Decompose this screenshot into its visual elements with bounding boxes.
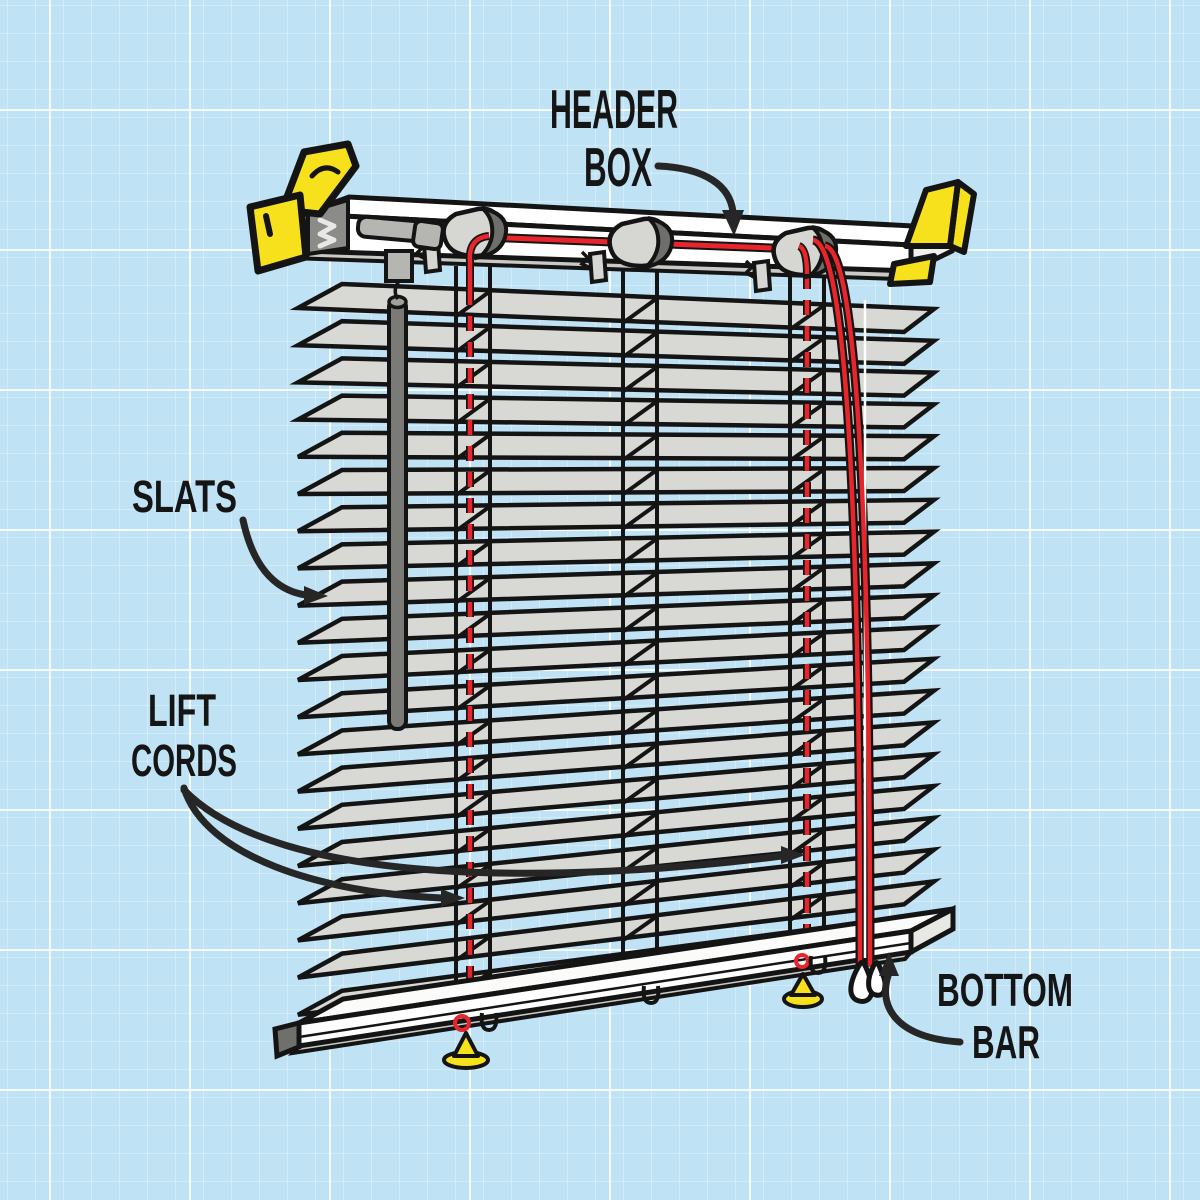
wand-tilter bbox=[355, 214, 445, 301]
ladder-rung bbox=[788, 566, 826, 594]
ladder-rung bbox=[621, 674, 659, 702]
drum-ring bbox=[639, 216, 675, 271]
ladder-rung bbox=[621, 811, 659, 840]
cord-ends bbox=[442, 953, 888, 1070]
lift-cord-arrow-2 bbox=[180, 786, 786, 877]
ladder-rung bbox=[788, 697, 826, 725]
bottom-bar-end-cap bbox=[272, 1019, 302, 1060]
ladder-rung bbox=[621, 880, 659, 908]
slats-arrow bbox=[239, 516, 310, 599]
ladder-rung bbox=[454, 683, 492, 712]
lift-cord-arrow-1 bbox=[180, 784, 446, 902]
ladder-rung bbox=[621, 742, 659, 771]
ladder-rung bbox=[621, 571, 659, 599]
cord-bend bbox=[467, 233, 490, 292]
lift-cords-label-line1: LIFT bbox=[148, 685, 216, 736]
cord-wiggle-icon bbox=[743, 259, 755, 279]
cord-bend bbox=[797, 243, 810, 275]
ladder-rung bbox=[788, 828, 826, 857]
bottom-bar-label-line2: BAR bbox=[972, 1016, 1040, 1068]
lift-cord-bends bbox=[465, 232, 811, 292]
tilt-spring-icon bbox=[317, 217, 337, 249]
ladder-rung bbox=[788, 336, 826, 364]
ladder-rung bbox=[621, 399, 659, 428]
ladder-rung bbox=[788, 434, 826, 463]
ladder-rung bbox=[454, 612, 492, 641]
bottom-bar bbox=[272, 904, 956, 1060]
tassel-cone bbox=[789, 972, 817, 997]
ladder-rung bbox=[621, 605, 659, 634]
ladder-rung bbox=[621, 914, 659, 942]
ladder-rung bbox=[621, 777, 659, 805]
drum-ring bbox=[473, 206, 509, 261]
ladder-rung bbox=[454, 504, 492, 533]
ladder-rung bbox=[621, 536, 659, 565]
cord-loop bbox=[808, 955, 828, 976]
slats-label: SLATS bbox=[132, 471, 237, 522]
ladder-rung bbox=[621, 331, 659, 359]
header-box-label-line1: HEADER bbox=[550, 78, 678, 140]
mounting-bracket-right bbox=[887, 179, 977, 287]
cord-loop bbox=[479, 1012, 499, 1033]
lift-cords-label-line2: CORDS bbox=[131, 735, 237, 786]
ladder-rung bbox=[788, 303, 826, 332]
header-box-label-line2: BOX bbox=[584, 136, 652, 198]
bottom-bar-label-line1: BOTTOM bbox=[937, 964, 1073, 1016]
cord-exit-ring bbox=[794, 953, 810, 969]
cord-loop bbox=[641, 985, 661, 1006]
tassel-cone bbox=[452, 1031, 480, 1058]
ladder-rung bbox=[621, 502, 659, 531]
mounting-bracket-left bbox=[246, 140, 360, 275]
ladder-rung bbox=[454, 899, 492, 927]
ladder-rung bbox=[454, 791, 492, 819]
cord-exit-ring bbox=[453, 1014, 471, 1032]
ladder-rung bbox=[454, 325, 492, 354]
cord-wiggle-icon bbox=[579, 250, 591, 270]
drum-bracket bbox=[587, 249, 609, 285]
ladder-rung bbox=[788, 467, 826, 496]
pull-cord bbox=[812, 237, 863, 967]
pull-cord bbox=[824, 243, 873, 967]
callout-arrows bbox=[180, 162, 964, 1046]
ladder-rung bbox=[621, 296, 659, 325]
pull-cords bbox=[811, 235, 875, 967]
ladder-rung bbox=[621, 365, 659, 394]
tilt-wand bbox=[387, 294, 408, 731]
labels: HEADER BOX SLATS LIFT CORDS BOTTOM BAR bbox=[131, 78, 1073, 1068]
ladder-rung bbox=[621, 468, 659, 497]
ladder-rung bbox=[788, 795, 826, 824]
bottom-bar-arrow bbox=[882, 972, 964, 1046]
ladder-rung bbox=[621, 708, 659, 737]
drum-bracket bbox=[751, 258, 773, 294]
ladder-rung bbox=[454, 397, 492, 426]
ladder-rung bbox=[621, 433, 659, 462]
ladder-rung bbox=[621, 639, 659, 668]
header-box-arrow bbox=[654, 162, 737, 216]
